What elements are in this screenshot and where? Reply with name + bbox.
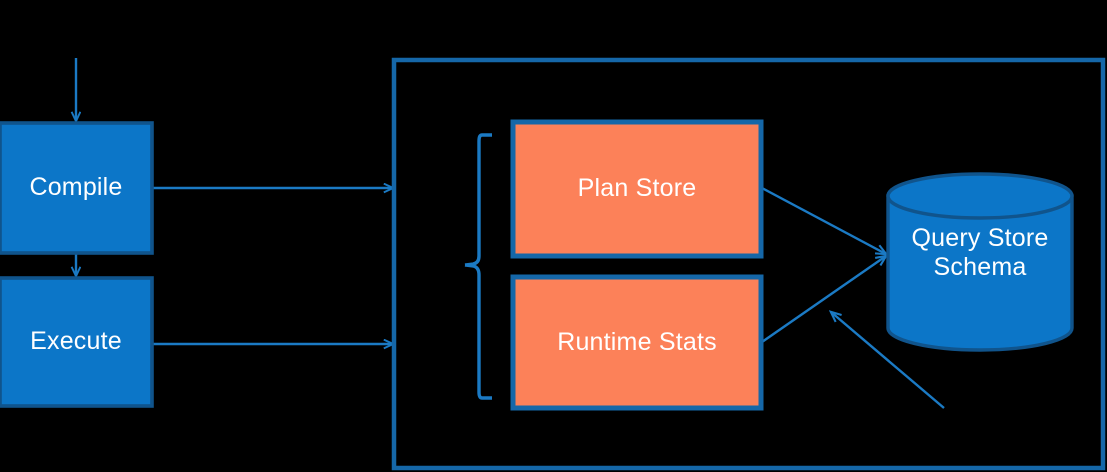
node-runtime-stats[interactable] — [510, 274, 764, 411]
node-execute[interactable] — [0, 276, 154, 408]
query-store-container — [391, 57, 1106, 471]
grouping-brace — [464, 133, 492, 400]
node-query-store-schema[interactable] — [886, 172, 1074, 352]
edge-external-to-schema — [831, 312, 945, 409]
node-plan-store[interactable] — [510, 119, 764, 259]
edge-plan-store-to-schema — [761, 186, 886, 254]
node-compile[interactable] — [0, 121, 154, 255]
edge-runtime-stats-to-schema — [761, 256, 886, 343]
